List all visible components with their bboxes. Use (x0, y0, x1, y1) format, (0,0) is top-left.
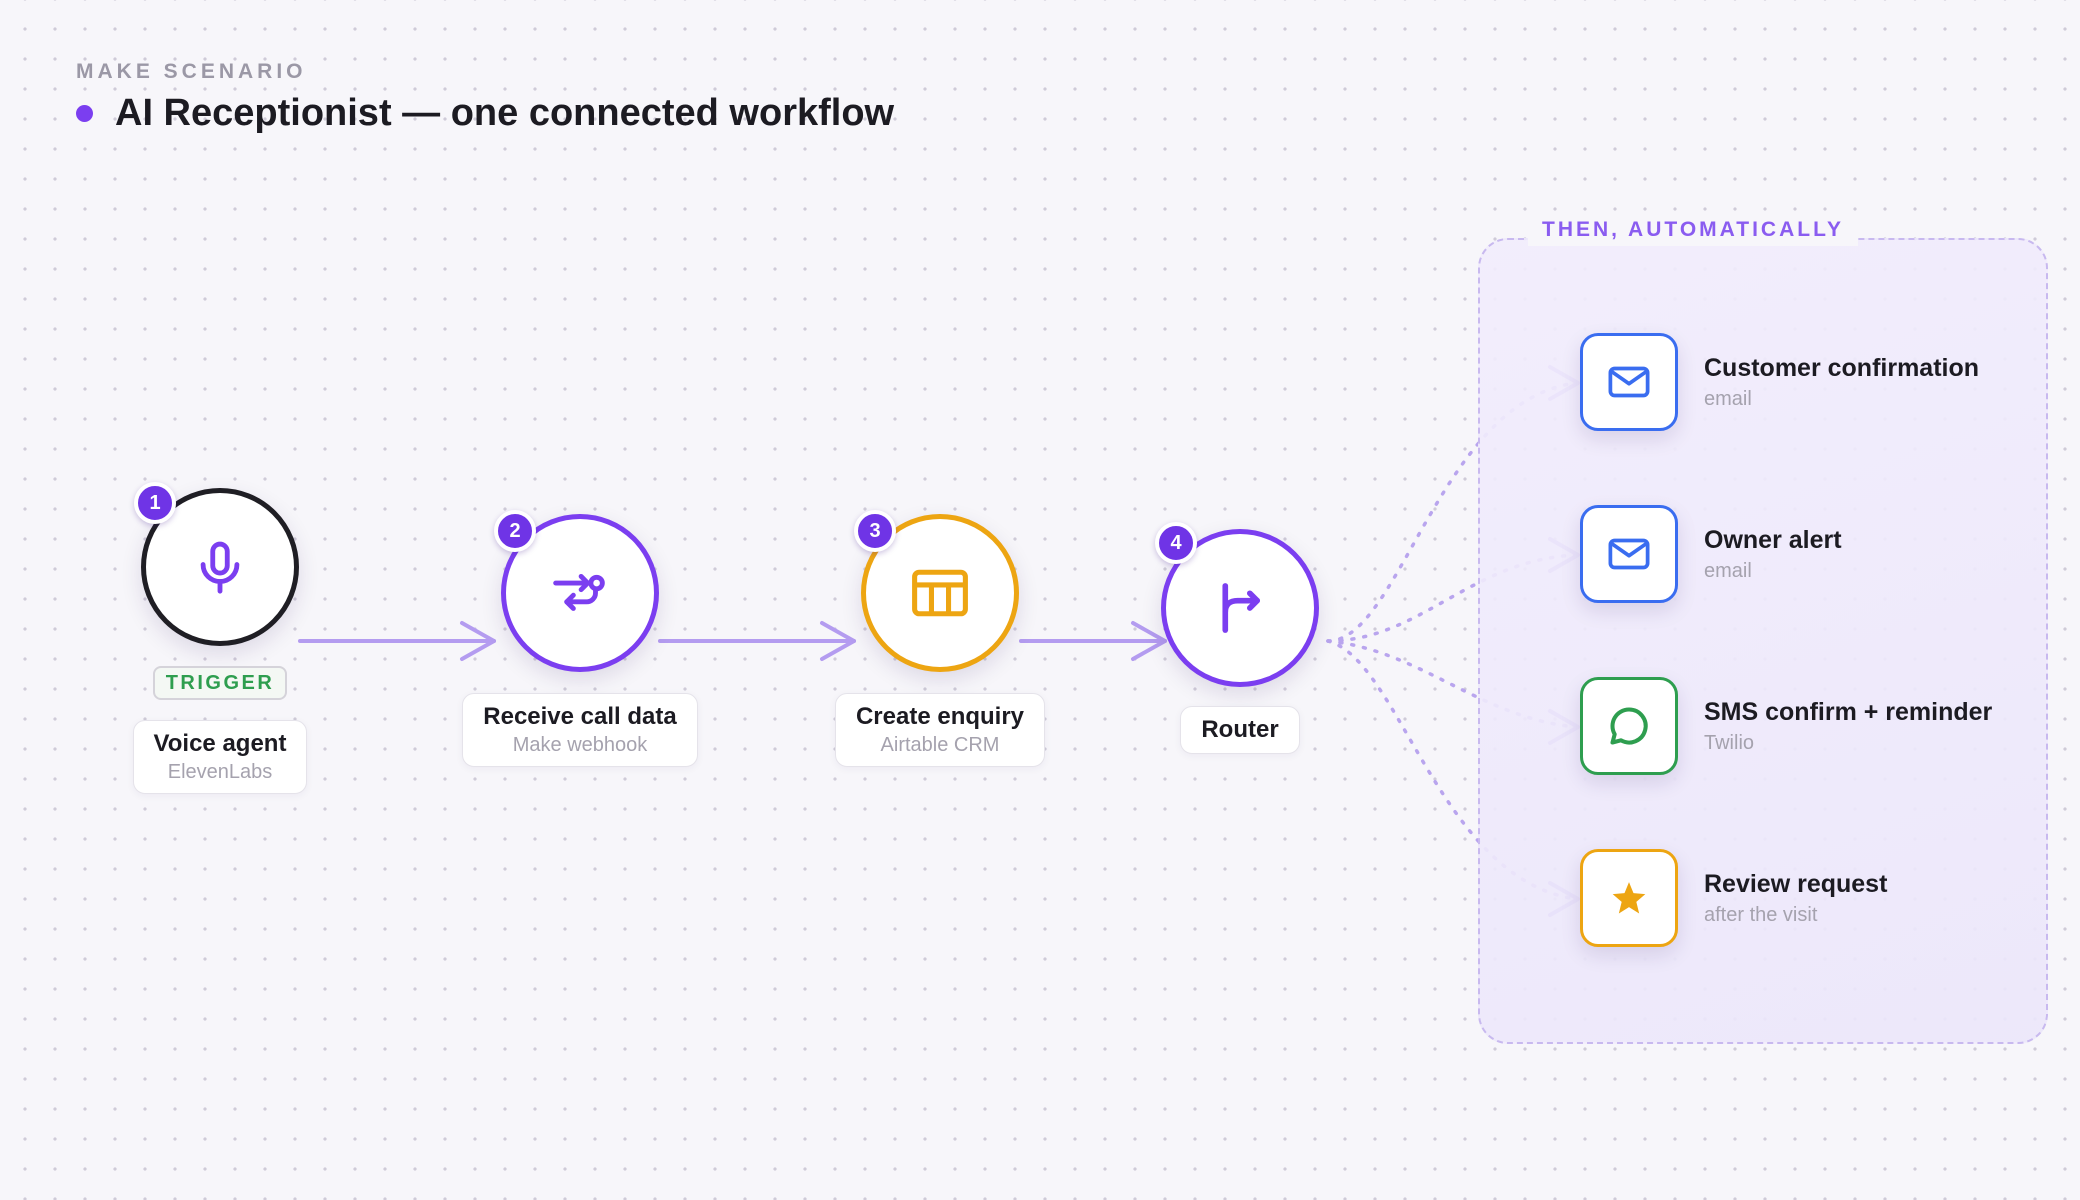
output-subtitle: email (1704, 388, 1752, 410)
webhook-card[interactable]: Receive call data Make webhook (462, 693, 698, 767)
panel-label: THEN, AUTOMATICALLY (1528, 214, 1858, 246)
router-card[interactable]: Router (1180, 706, 1300, 754)
arrowhead-3-4 (1131, 621, 1167, 661)
owner-alert-tile[interactable] (1580, 505, 1678, 603)
step-title: Receive call data (483, 703, 677, 730)
arrowhead-1-2 (460, 621, 496, 661)
page-title: AI Receptionist — one connected workflow (115, 92, 895, 134)
microphone-icon (200, 541, 240, 594)
step-badge-3: 3 (854, 510, 896, 552)
webhook-icon (553, 573, 605, 611)
step-title: Create enquiry (855, 703, 1025, 730)
trigger-tag: TRIGGER (153, 666, 287, 700)
step-badge-2: 2 (494, 510, 536, 552)
step-subtitle: Airtable CRM (880, 734, 1000, 756)
airtable-card[interactable]: Create enquiry Airtable CRM (835, 693, 1045, 767)
output-subtitle: Twilio (1704, 732, 1755, 754)
title-row: AI Receptionist — one connected workflow (76, 92, 894, 135)
output-subtitle: after the visit (1704, 904, 1818, 926)
sms-tile[interactable] (1580, 677, 1678, 775)
step-subtitle: ElevenLabs (167, 761, 273, 783)
step-title: Voice agent (153, 730, 287, 757)
step-title: Router (1201, 716, 1279, 743)
output-title: Review request (1704, 870, 1888, 898)
star-icon (1612, 882, 1646, 914)
mail-icon (1608, 366, 1650, 398)
step-badge-1: 1 (134, 482, 176, 524)
output-title: Customer confirmation (1704, 354, 1980, 382)
scenario-eyebrow: MAKE SCENARIO (76, 60, 307, 83)
output-title: Owner alert (1704, 526, 1842, 554)
review-request-tile[interactable] (1580, 849, 1678, 947)
arrowhead-2-3 (820, 621, 856, 661)
customer-confirmation-tile[interactable] (1580, 333, 1678, 431)
title-dot (76, 105, 93, 122)
output-subtitle: email (1704, 560, 1752, 582)
step-subtitle: Make webhook (512, 734, 648, 756)
mail-icon (1608, 538, 1650, 570)
step-badge-4: 4 (1155, 522, 1197, 564)
automation-panel (1478, 238, 2048, 1044)
router-split-icon (1222, 583, 1261, 633)
chat-bubble-icon (1610, 707, 1648, 745)
voice-agent-card[interactable]: Voice agent ElevenLabs (133, 720, 307, 794)
webhook-node[interactable] (501, 514, 659, 672)
router-node[interactable] (1161, 529, 1319, 687)
branch-connector-4 (1326, 639, 1578, 901)
table-icon (912, 569, 968, 617)
output-title: SMS confirm + reminder (1704, 698, 1993, 726)
